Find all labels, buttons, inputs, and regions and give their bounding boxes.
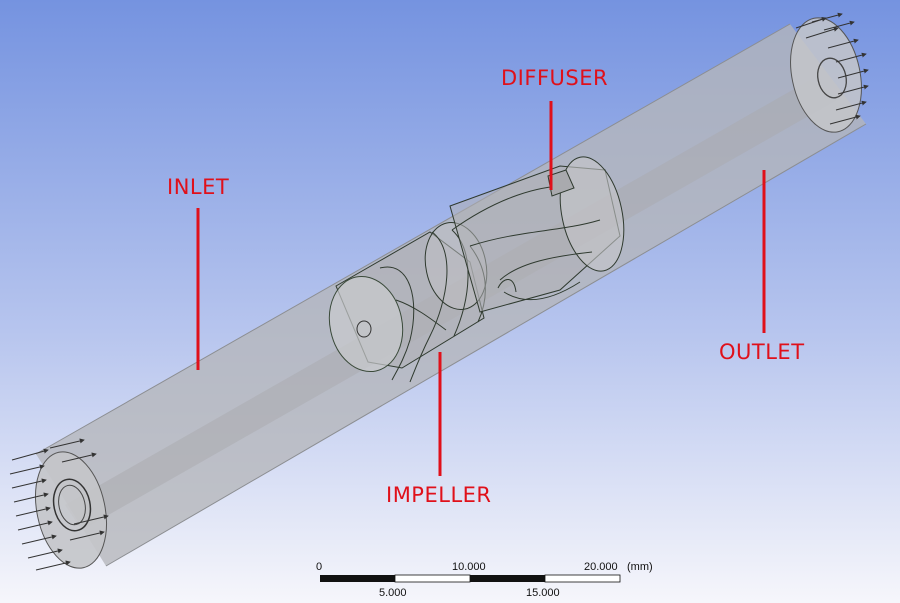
- impeller-label: IMPELLER: [386, 483, 492, 507]
- diffuser-geometry[interactable]: [449, 151, 633, 313]
- scale-unit: (mm): [627, 561, 653, 573]
- scale-tick-20000: 20.000: [584, 561, 618, 573]
- outlet-label: OUTLET: [719, 340, 805, 364]
- inlet-flow-arrows-icon: [9, 438, 109, 571]
- outlet-flow-arrows-icon: [795, 12, 869, 125]
- scale-tick-5000: 5.000: [379, 587, 407, 599]
- scale-bar: [320, 574, 621, 583]
- diffuser-label: DIFFUSER: [501, 66, 609, 90]
- scale-tick-10000: 10.000: [452, 561, 486, 573]
- outlet-face[interactable]: [781, 11, 872, 139]
- scale-tick-15000: 15.000: [526, 587, 560, 599]
- callout-lines: [196, 101, 766, 476]
- scale-tick-0: 0: [316, 561, 323, 573]
- inlet-label: INLET: [167, 175, 230, 199]
